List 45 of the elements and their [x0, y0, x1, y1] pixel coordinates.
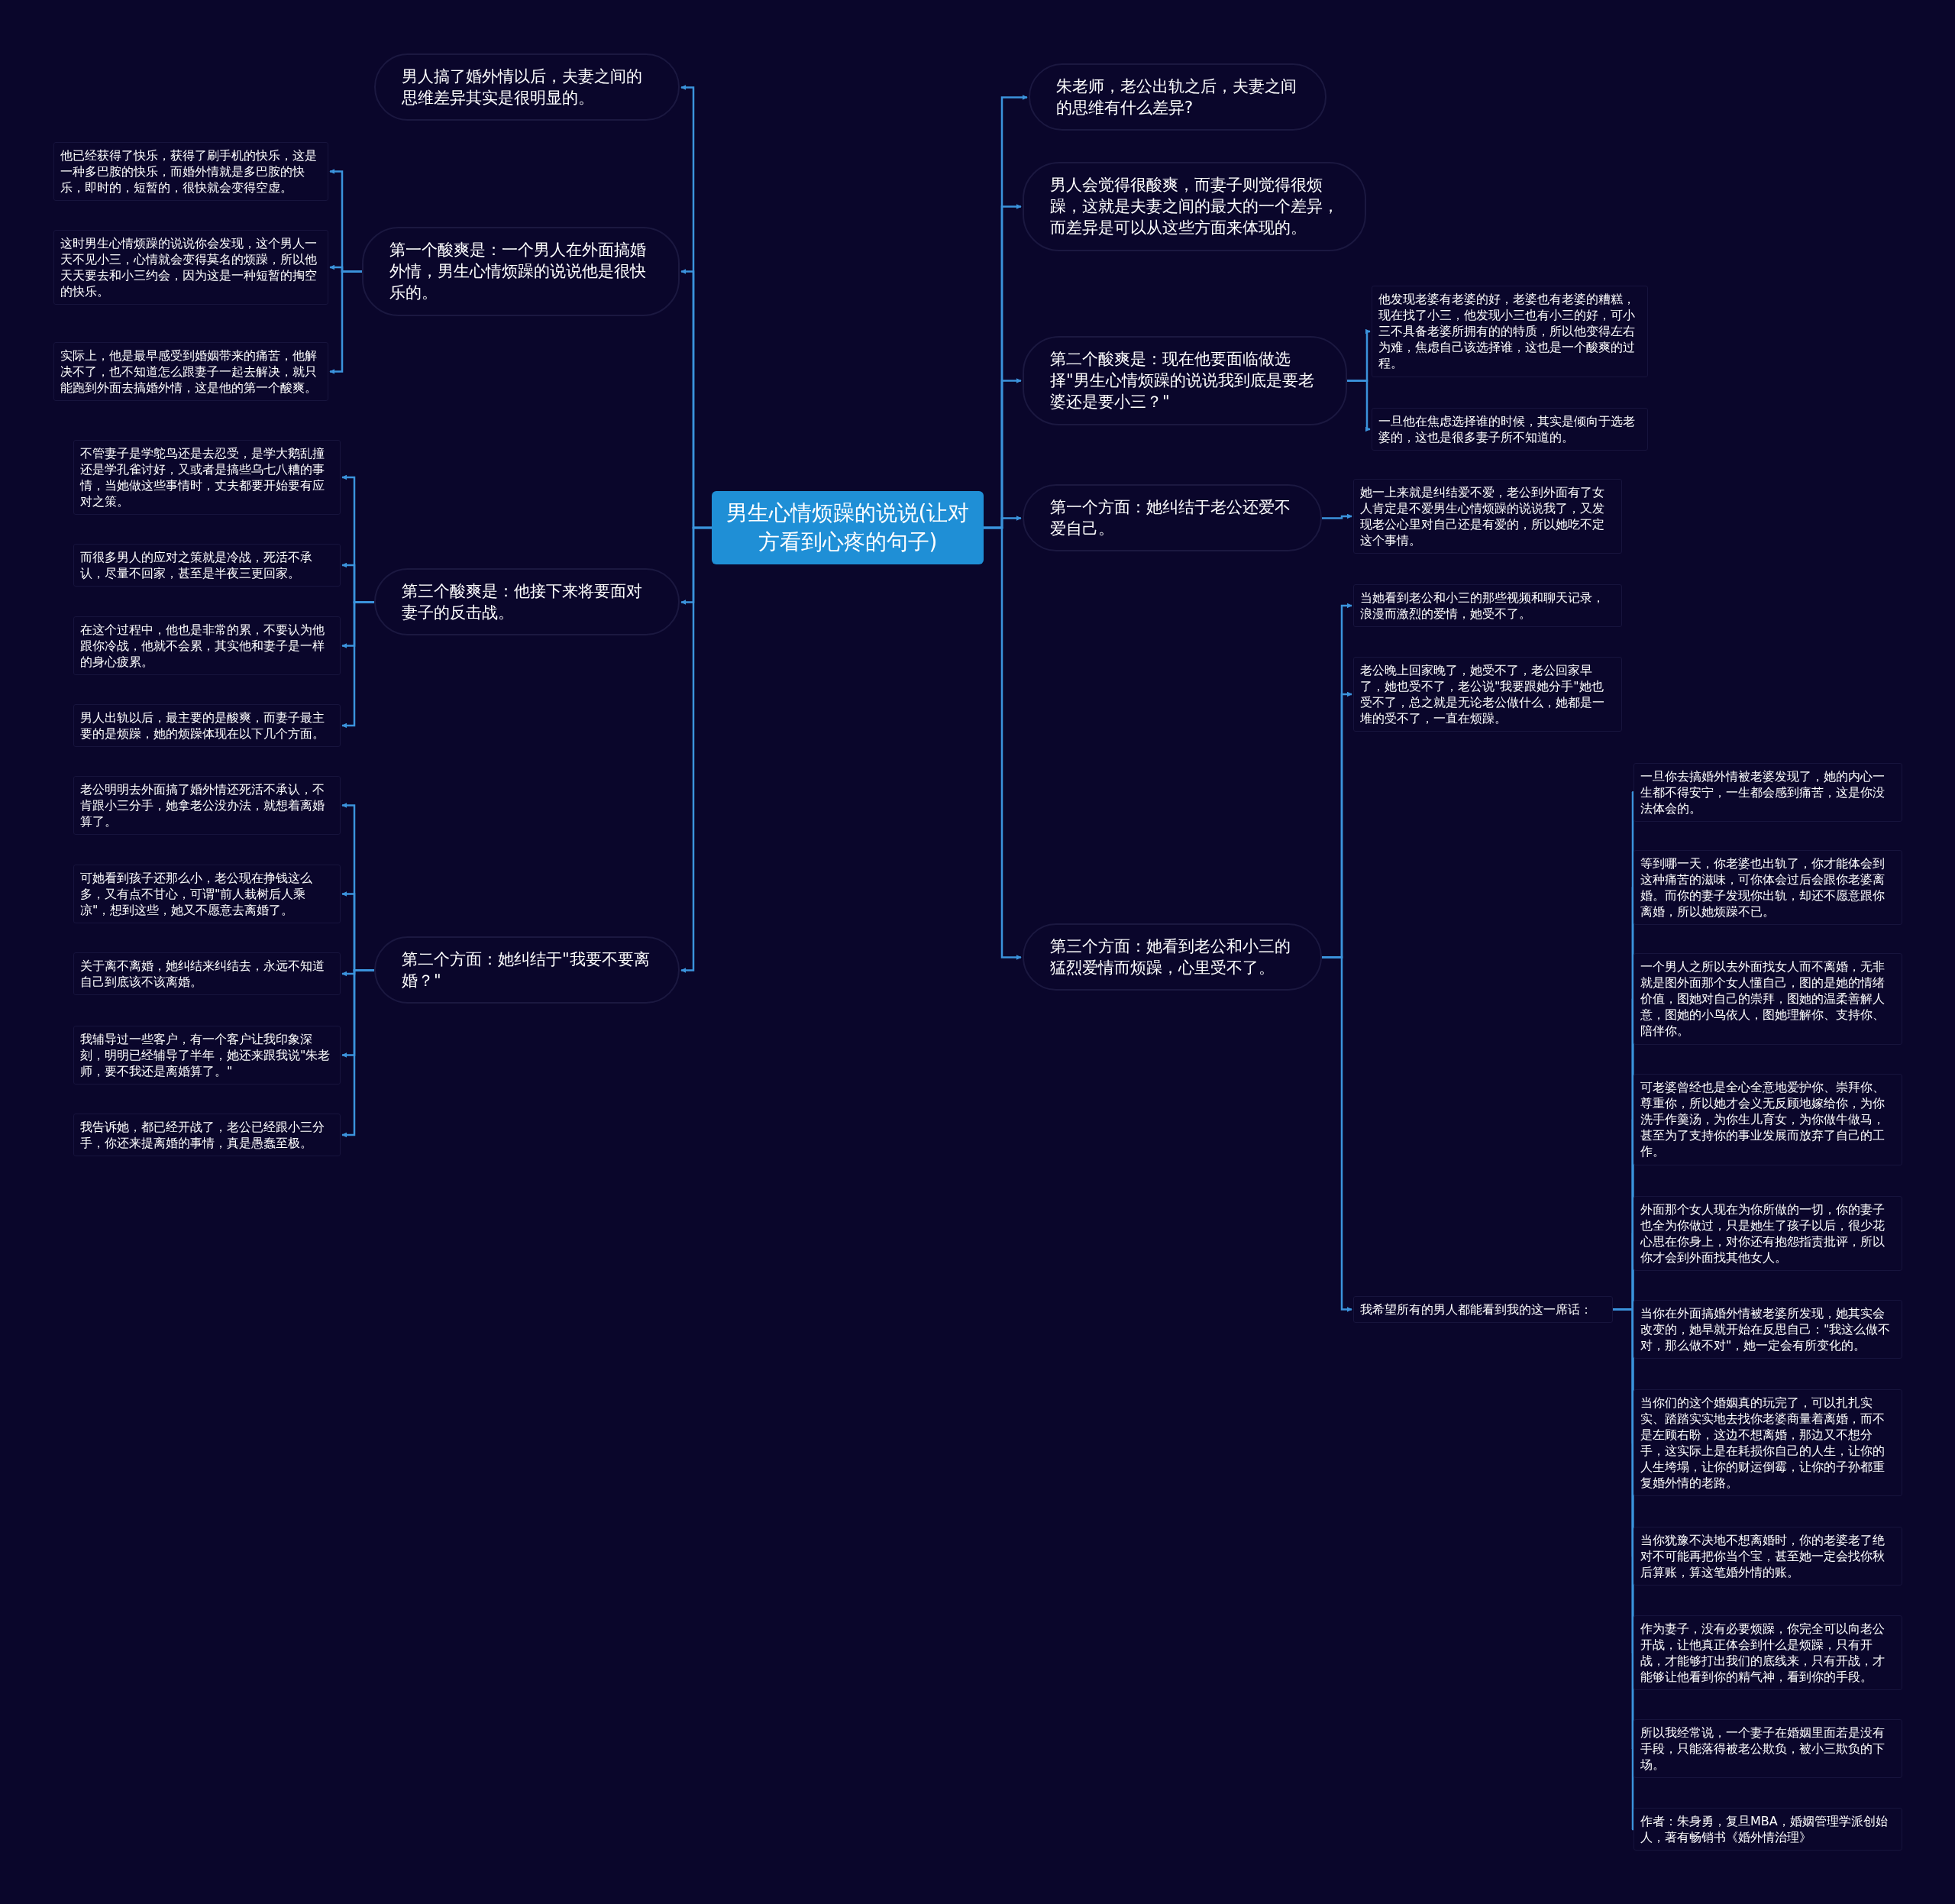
connector-arrow: [1322, 513, 1352, 519]
note-box: 我辅导过一些客户，有一个客户让我印象深刻，明明已经辅导了半年，她还来跟我说"朱老师，要不我还是离婚算了。": [73, 1025, 341, 1085]
note-box: 她一上来就是纠结爱不爱，老公到外面有了女人肯定是不爱男生心情烦躁的说说我了，又发现老公心里对自己还是有爱的，所以她吃不定这个事情。: [1353, 479, 1622, 554]
note-box: 等到哪一天，你老婆也出轨了，你才能体会到这种痛苦的滋味，可你体会过后会跟你老婆离婚。而你的妻子发现你出轨，却还不愿意跟你离婚，所以她烦躁不已。: [1633, 850, 1902, 926]
note-box: 一旦你去搞婚外情被老婆发现了，她的内心一生都不得安宁，一生都会感到痛苦，这是你没法体会的。: [1633, 762, 1902, 822]
note-box: 实际上，他是最早感受到婚姻带来的痛苦，他解决不了，也不知道怎么跟妻子一起去解决，就只能跑到外面去搞婚外情，这是他的第一个酸爽。: [53, 341, 328, 401]
note-box: 作者：朱身勇，复旦MBA，婚姻管理学派创始人，著有畅销书《婚外情治理》: [1633, 1808, 1902, 1851]
note-box: 在这个过程中，他也是非常的累，不要认为他跟你冷战，他就不会累，其实他和妻子是一样的身心疲累。: [73, 616, 341, 675]
topic-pill: 第二个酸爽是：现在他要面临做选择"男生心情烦躁的说说我到底是要老婆还是要小三？": [1023, 335, 1347, 425]
note-box: 我告诉她，都已经开战了，老公已经跟小三分手，你还来提离婚的事情，真是愚蠢至极。: [73, 1114, 341, 1157]
note-box: 外面那个女人现在为你所做的一切，你的妻子也全为你做过，只是她生了孩子以后，很少花心思在你身上，对你还有抱怨指责批评，所以你才会到外面找其他女人。: [1633, 1196, 1902, 1272]
note-box: 当你犹豫不决地不想离婚时，你的老婆老了绝对不可能再把你当个宝，甚至她一定会找你秋后算账，算这笔婚外情的账。: [1633, 1526, 1902, 1586]
connector-arrow: [1347, 380, 1371, 432]
topic-pill: 第三个方面：她看到老公和小三的猛烈爱情而烦躁，心里受不了。: [1023, 923, 1322, 991]
note-box: 当她看到老公和小三的那些视频和聊天记录，浪漫而激烈的爱情，她受不了。: [1353, 584, 1622, 628]
note-box: 一旦他在焦虑选择谁的时候，其实是倾向于选老婆的，这也是很多妻子所不知道的。: [1372, 408, 1648, 451]
note-box: 当你们的这个婚姻真的玩完了，可以扎扎实实、踏踏实实地去找你老婆商量着离婚，而不是左顾右盼，这边不想离婚，那边又不想分手，这实际上是在耗损你自己的人生，让你的人生垮塌，让你的财运倒霉，让你的子孙都重复婚外情的老路。: [1633, 1388, 1902, 1497]
note-box: 这时男生心情烦躁的说说你会发现，这个男人一天不见小三，心情就会变得莫名的烦躁，所以他天天要去和小三约会，因为这是一种短暂的掏空的快乐。: [53, 230, 328, 305]
note-box: 老公晚上回家晚了，她受不了，老公回家早了，她也受不了，老公说"我要跟她分手"她也受不了，总之就是无论老公做什么，她都是一堆的受不了，一直在烦躁。: [1353, 657, 1622, 732]
connector-arrow: [329, 270, 362, 374]
note-box: 可她看到孩子还那么小，老公现在挣钱这么多，又有点不甘心，可谓"前人栽树后人乘凉"，想到这些，她又不愿意去离婚了。: [73, 864, 341, 923]
topic-pill: 第一个酸爽是：一个男人在外面搞婚外情，男生心情烦躁的说说他是很快乐的。: [362, 226, 680, 316]
connector-arrow: [984, 526, 1022, 960]
note-box: 他已经获得了快乐，获得了刷手机的快乐，这是一种多巴胺的快乐，而婚外情就是多巴胺的快乐，即时的，短暂的，很快就会变得空虚。: [53, 141, 328, 201]
note-box: 他发现老婆有老婆的好，老婆也有老婆的糟糕，现在找了小三，他发现小三也有小三的好，可小三不具备老婆所拥有的的特质，所以他变得左右为难，焦虑自己该选择谁，这也是一个酸爽的过程。: [1372, 286, 1648, 377]
note-box: 老公明明去外面搞了婚外情还死活不承认，不肯跟小三分手，她拿老公没办法，就想着离婚算了。: [73, 775, 341, 835]
central-topic-box: 男生心情烦躁的说说(让对方看到心疼的句子): [712, 491, 984, 564]
note-box: 关于离不离婚，她纠结来纠结去，永远不知道自己到底该不该离婚。: [73, 952, 341, 996]
connector-arrow: [680, 526, 712, 973]
topic-pill: 第二个方面：她纠结于"我要不要离婚？": [374, 936, 680, 1004]
topic-pill: 第一个方面：她纠结于老公还爱不爱自己。: [1023, 483, 1322, 552]
note-box: 不管妻子是学鸵鸟还是去忍受，是学大鹅乱撞还是学孔雀讨好，又或者是搞些乌七八糟的事情，当她做这些事情时，丈夫都要开始要有应对之策。: [73, 440, 341, 516]
note-box: 男人出轨以后，最主要的是酸爽，而妻子最主要的是烦躁，她的烦躁体现在以下几个方面。: [73, 704, 341, 748]
topic-pill: 朱老师，老公出轨之后，夫妻之间的思维有什么差异?: [1029, 63, 1326, 131]
note-box: 而很多男人的应对之策就是冷战，死活不承认，尽量不回家，甚至是半夜三更回家。: [73, 544, 341, 587]
topic-pill: 男人搞了婚外情以后，夫妻之间的思维差异其实是很明显的。: [374, 53, 680, 121]
topic-pill: 第三个酸爽是：他接下来将要面对妻子的反击战。: [374, 567, 680, 636]
topic-pill: 男人会觉得很酸爽，而妻子则觉得很烦躁，这就是夫妻之间的最大的一个差异，而差异是可以从这些方面来体现的。: [1023, 161, 1366, 251]
note-box: 我希望所有的男人都能看到我的这一席话：: [1353, 1295, 1613, 1323]
note-box: 当你在外面搞婚外情被老婆所发现，她其实会改变的，她早就开始在反思自己："我这么做不对，那么做不对"，她一定会有所变化的。: [1633, 1299, 1902, 1359]
note-box: 所以我经常说，一个妻子在婚姻里面若是没有手段，只能落得被老公欺负，被小三欺负的下场。: [1633, 1718, 1902, 1778]
note-box: 一个男人之所以去外面找女人而不离婚，无非就是图外面那个女人懂自己，图的是她的情绪价值，图她对自己的崇拜，图她的温柔善解人意，图她的小鸟依人，图她理解你、支持你、陪伴你。: [1633, 953, 1902, 1045]
note-box: 作为妻子，没有必要烦躁，你完全可以向老公开战，让他真正体会到什么是烦躁，只有开战，才能够打出我们的底线来，只有开战，才能够让他看到你的精气神，看到你的手段。: [1633, 1615, 1902, 1691]
connector-arrow: [1322, 956, 1352, 1312]
note-box: 可老婆曾经也是全心全意地爱护你、崇拜你、尊重你，所以她才会义无反顾地嫁给你，为你洗手作羹汤，为你生儿育女，为你做牛做马，甚至为了支持你的事业发展而放弃了自己的工作。: [1633, 1074, 1902, 1165]
